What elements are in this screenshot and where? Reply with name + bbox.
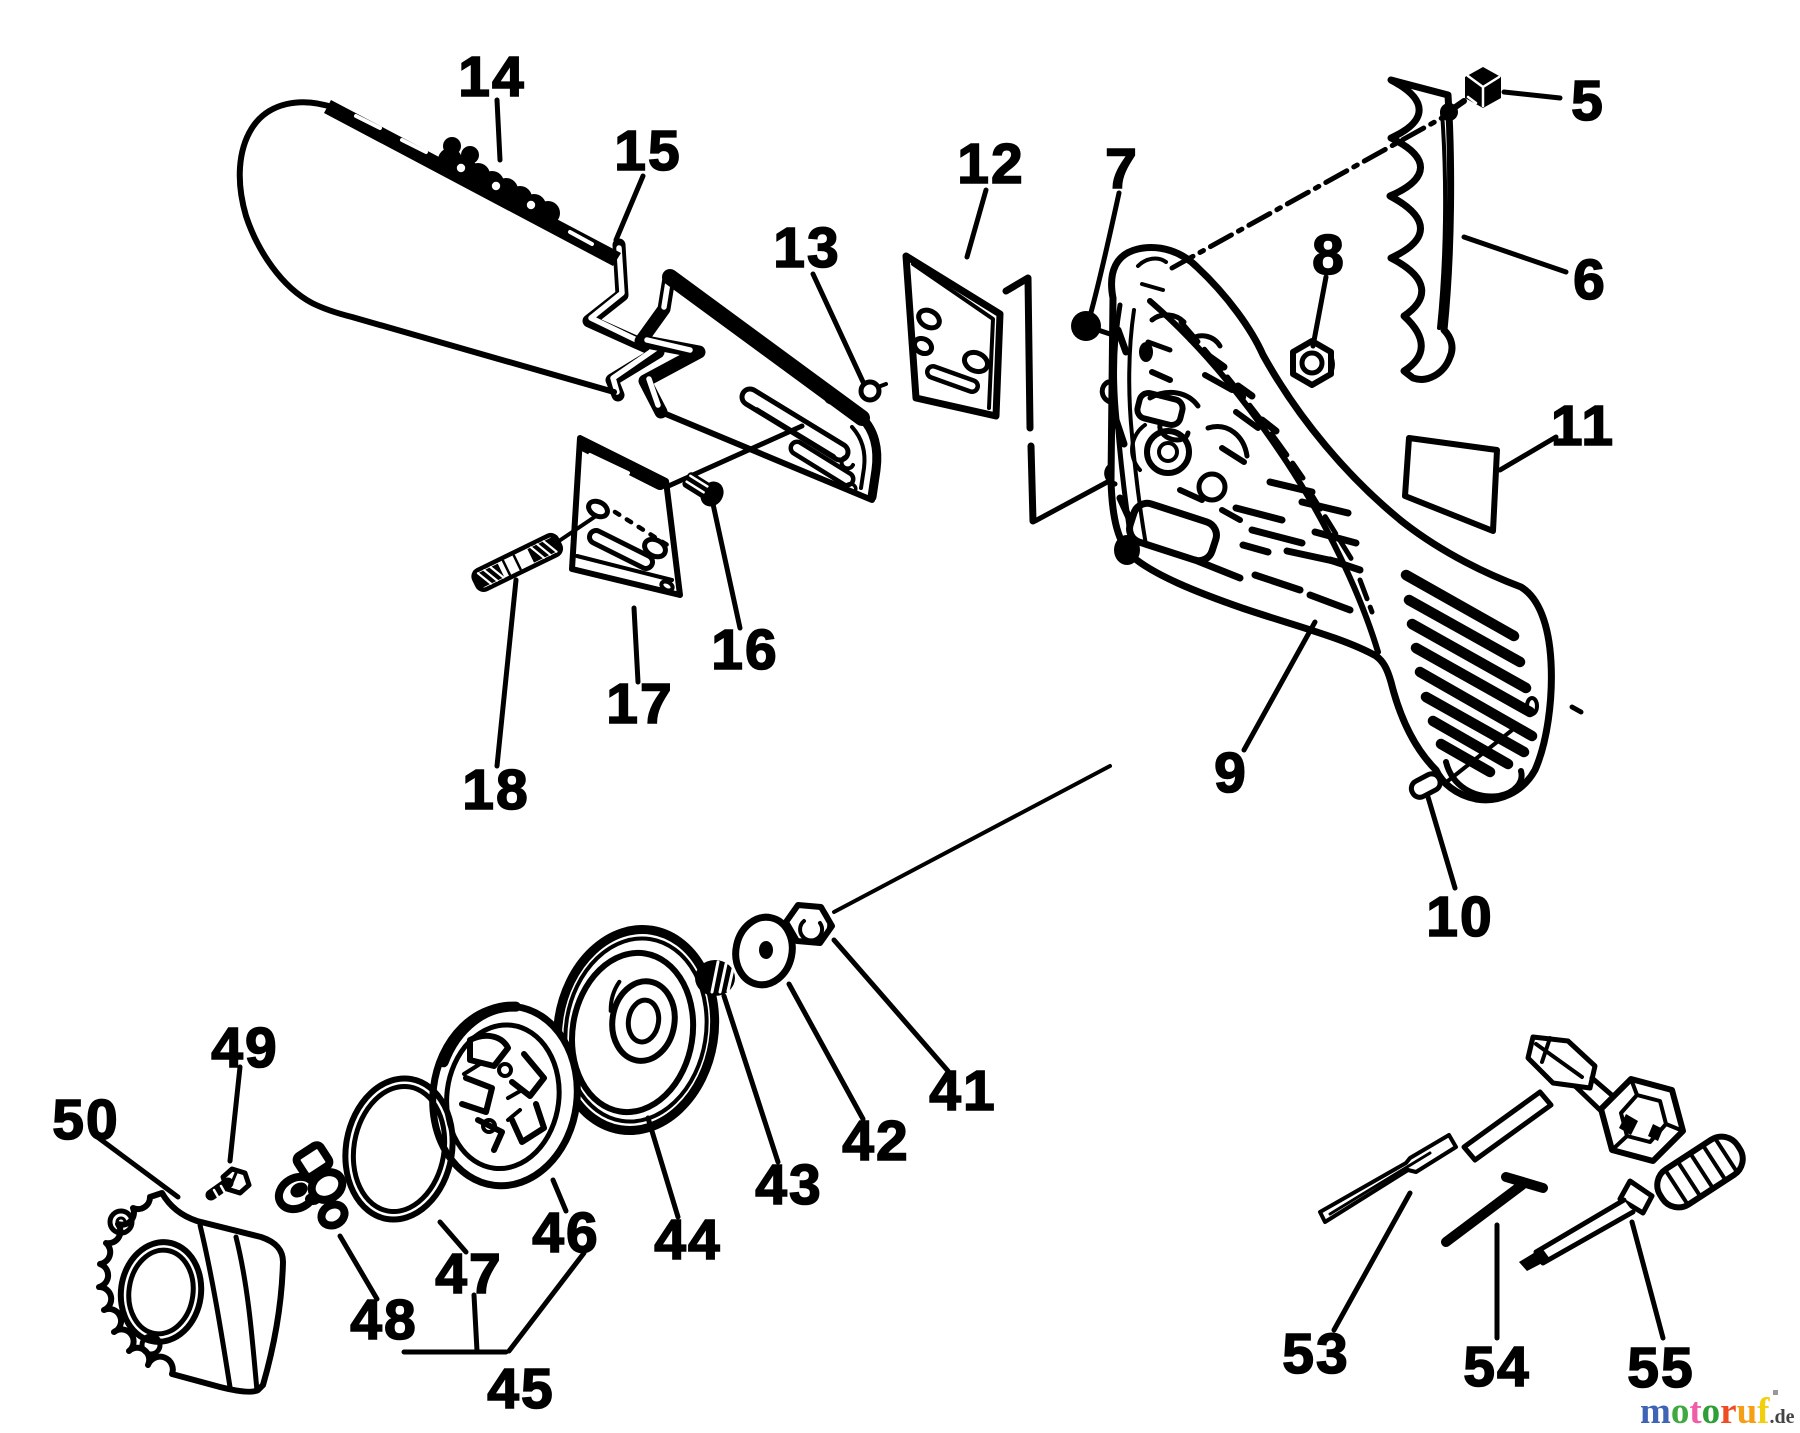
svg-text:16: 16 bbox=[711, 618, 778, 682]
svg-text:47: 47 bbox=[435, 1242, 502, 1306]
svg-text:8: 8 bbox=[1312, 223, 1346, 287]
svg-text:motoruf.de: motoruf.de bbox=[1640, 1391, 1795, 1432]
svg-text:11: 11 bbox=[1551, 394, 1615, 458]
svg-text:12: 12 bbox=[957, 132, 1024, 196]
svg-text:6: 6 bbox=[1573, 248, 1607, 312]
svg-text:9: 9 bbox=[1214, 741, 1248, 805]
svg-text:10: 10 bbox=[1426, 885, 1493, 949]
svg-text:43: 43 bbox=[755, 1153, 822, 1217]
svg-text:13: 13 bbox=[773, 216, 840, 280]
svg-text:18: 18 bbox=[462, 758, 529, 822]
svg-text:48: 48 bbox=[350, 1288, 417, 1352]
svg-text:54: 54 bbox=[1463, 1335, 1530, 1399]
svg-text:53: 53 bbox=[1282, 1322, 1349, 1386]
svg-text:46: 46 bbox=[532, 1201, 599, 1265]
svg-text:55: 55 bbox=[1627, 1336, 1694, 1400]
svg-text:49: 49 bbox=[211, 1016, 278, 1080]
svg-text:17: 17 bbox=[606, 672, 673, 736]
svg-text:44: 44 bbox=[654, 1208, 721, 1272]
svg-text:41: 41 bbox=[929, 1059, 996, 1123]
svg-text:14: 14 bbox=[458, 45, 525, 109]
svg-text:50: 50 bbox=[52, 1088, 119, 1152]
svg-text:42: 42 bbox=[842, 1109, 909, 1173]
svg-text:5: 5 bbox=[1571, 69, 1605, 133]
svg-text:45: 45 bbox=[487, 1357, 554, 1421]
svg-text:7: 7 bbox=[1105, 137, 1139, 201]
svg-text:15: 15 bbox=[614, 119, 681, 183]
